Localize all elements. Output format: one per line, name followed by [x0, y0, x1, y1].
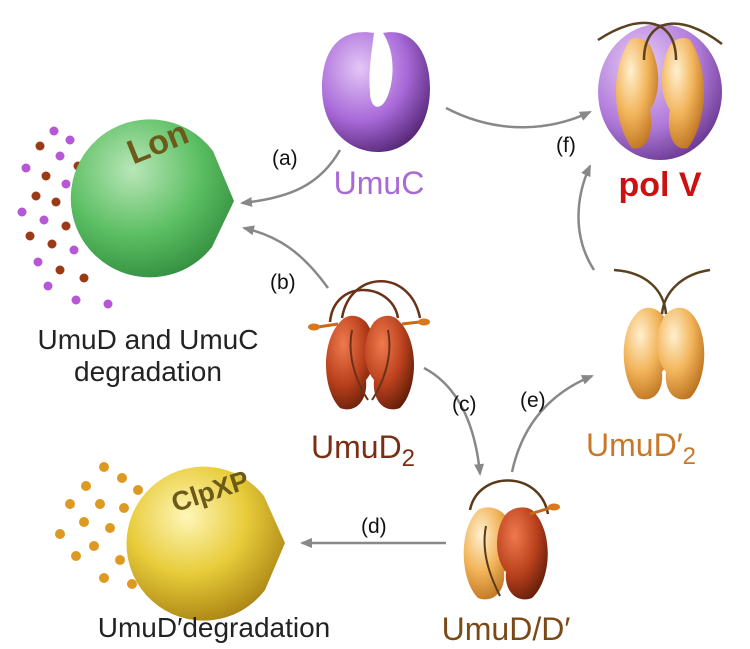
arrow-c [423, 366, 485, 476]
polv-complex [597, 21, 723, 160]
arrow-umuc-to-polv [445, 106, 592, 129]
arrow-f [577, 164, 596, 271]
clpxp-degradation-label: UmuD′degradation [98, 612, 331, 643]
umud-dp-label: UmuD/D′ [442, 611, 571, 647]
lon-degradation-line1: UmuD and UmuC [38, 324, 259, 355]
umuc-label: UmuC [334, 165, 425, 201]
step-d-label: (d) [361, 515, 387, 538]
umuc-protein [322, 32, 430, 153]
umudp2-protein [613, 268, 711, 400]
step-f-label: (f) [556, 134, 576, 157]
lon-degradation-particles [17, 126, 113, 309]
umud-dp-protein [463, 479, 560, 600]
step-c-label: (c) [452, 393, 477, 416]
step-b-label: (b) [270, 271, 296, 294]
umudp2-label: UmuD′2 [586, 427, 696, 470]
arrow-b [242, 225, 330, 289]
step-a-label: (a) [272, 147, 298, 170]
lon-protease: Lon [70, 114, 234, 278]
polv-label: pol V [618, 166, 701, 204]
pathway-arrows [240, 106, 596, 548]
arrow-e [510, 374, 594, 473]
step-e-label: (e) [520, 389, 546, 412]
umud2-protein [308, 280, 430, 410]
clpxp-degradation-particles [55, 462, 153, 589]
arrow-a [240, 149, 342, 207]
umud2-label: UmuD2 [311, 429, 415, 472]
clpxp-protease: ClpXP [126, 465, 286, 621]
lon-degradation-line2: degradation [74, 356, 222, 387]
